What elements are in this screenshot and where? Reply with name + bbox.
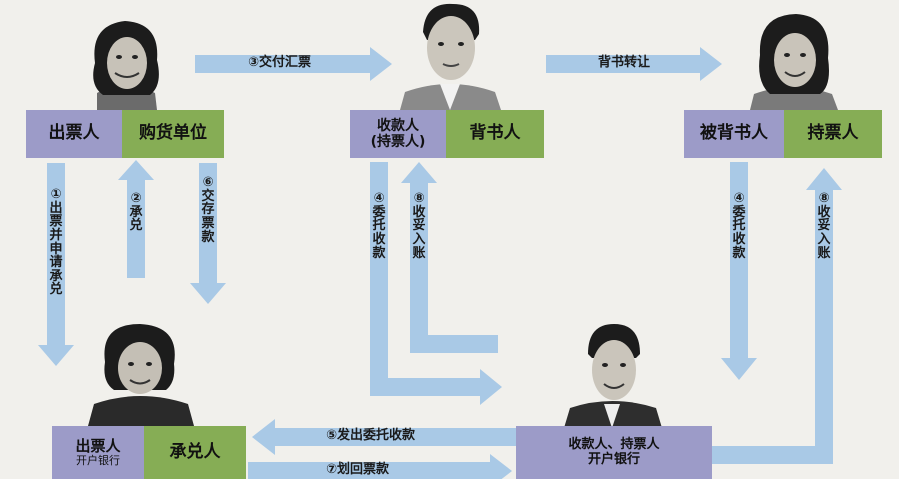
bill-holder-label: 持票人 (807, 123, 859, 144)
drawer-bank-portrait-icon (88, 324, 194, 426)
arrow-6-label: ⑥交存票款 (201, 175, 215, 245)
endorser-label: 背书人 (469, 123, 521, 144)
purchasing-unit-label: 购货单位 (139, 123, 207, 144)
bill-holder-box: 持票人 (784, 110, 882, 158)
drawer-bank-label-2: 开户银行 (76, 453, 120, 467)
arrow-5-label: ⑤发出委托收款 (326, 428, 416, 443)
arrow-3-deliver (195, 47, 392, 81)
arrow-5-left (252, 419, 516, 455)
arrow-3-label: ③交付汇票 (248, 55, 312, 70)
arrow-4-left-path (370, 162, 502, 405)
arrow-4-right-label: ④委托收款 (732, 191, 746, 261)
arrow-1-label: ①出票并申请承兑 (49, 187, 63, 298)
payee-label: 收款人 (377, 117, 419, 134)
arrow-7-label: ⑦划回票款 (326, 462, 390, 477)
payee-bank-label-1: 收款人、持票人 (568, 436, 660, 452)
payee-holder-box: 收款人 (持票人) (350, 110, 446, 158)
drawer-bank-box: 出票人 开户银行 (52, 426, 144, 479)
endorser-box: 背书人 (446, 110, 544, 158)
payee-bank-label-2: 开户银行 (587, 451, 640, 467)
holder-label: (持票人) (370, 134, 426, 150)
drawer-box: 出票人 (26, 110, 122, 158)
payee-bank-box: 收款人、持票人 开户银行 (516, 426, 712, 479)
drawer-label: 出票人 (48, 123, 100, 144)
arrow-7-right (248, 454, 512, 479)
arrow-endorse-label: 背书转让 (598, 55, 651, 70)
arrow-4-left-label: ④委托收款 (372, 191, 386, 261)
drawer-portrait-icon (93, 21, 159, 110)
endorsee-portrait-icon (750, 14, 838, 110)
acceptor-label: 承兑人 (169, 441, 221, 462)
arrow-8-right-label: ⑧收妥入账 (817, 191, 831, 261)
purchasing-unit-box: 购货单位 (122, 110, 224, 158)
arrow-8-left-label: ⑧收妥入账 (412, 191, 426, 261)
arrow-2-label: ②承兑 (129, 191, 143, 234)
endorsee-label: 被背书人 (700, 123, 768, 144)
arrow-1-down (38, 163, 74, 366)
drawer-bank-label-1: 出票人 (75, 436, 121, 455)
arrow-4-right-down (721, 162, 757, 380)
arrow-8-right-path (712, 168, 842, 464)
acceptor-box: 承兑人 (144, 426, 246, 479)
arrow-6-down (190, 163, 226, 304)
endorsee-box: 被背书人 (684, 110, 784, 158)
arrow-2-up (118, 160, 154, 278)
arrow-endorse (546, 47, 722, 81)
arrow-8-left-path (401, 162, 498, 353)
endorser-portrait-icon (400, 3, 501, 110)
payee-bank-portrait-icon (564, 324, 662, 428)
